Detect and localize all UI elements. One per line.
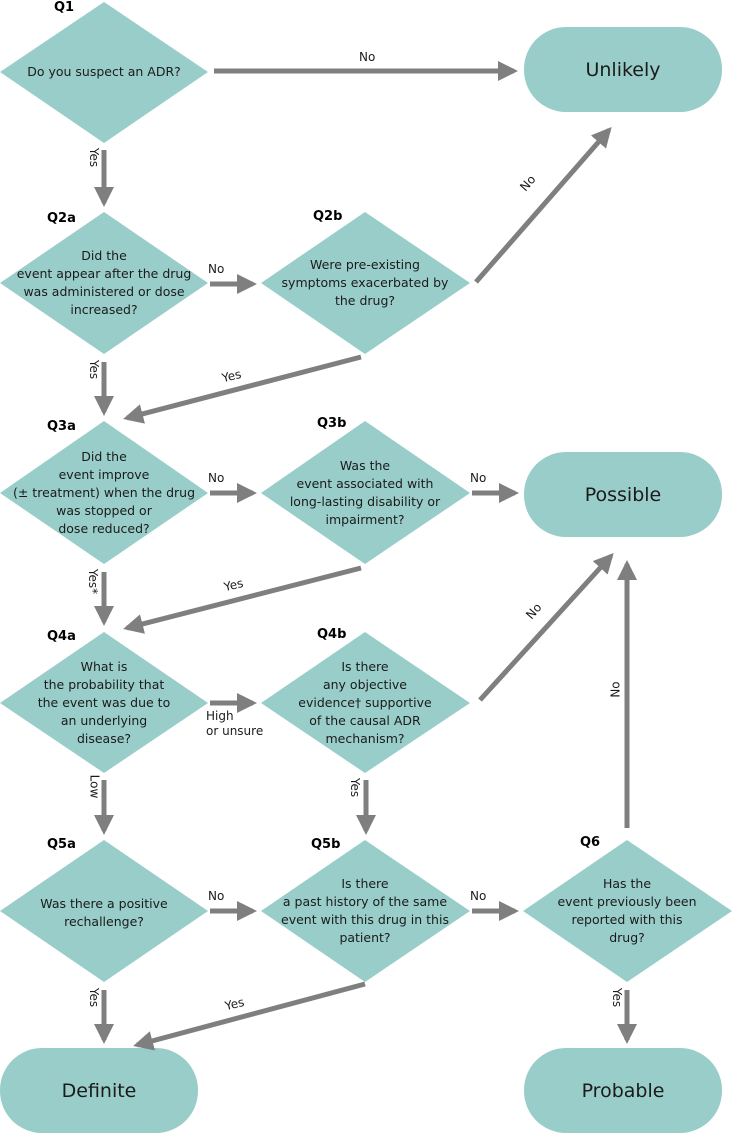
probable-label: Probable bbox=[581, 1079, 665, 1102]
possible-label: Possible bbox=[584, 483, 662, 506]
q4b-yes-label: Yes bbox=[348, 777, 363, 798]
q5b-diamond bbox=[261, 840, 470, 982]
q4a-diamond bbox=[0, 632, 208, 773]
q2b-text: Were pre-existing symptoms exacerbated b… bbox=[281, 257, 449, 308]
probable-terminal bbox=[524, 1048, 722, 1133]
q5b-no-label: No bbox=[470, 889, 487, 903]
q1-id: Q1 bbox=[54, 0, 75, 15]
q4a-text: What is the probability that the event w… bbox=[37, 659, 171, 746]
possible-terminal bbox=[524, 452, 722, 537]
q5a-yes-label: Yes bbox=[87, 987, 102, 1008]
q6-yes-label: Yes bbox=[610, 987, 625, 1008]
q4b-diamond bbox=[261, 632, 470, 773]
q5a-no-label: No bbox=[208, 889, 225, 903]
q5a-diamond bbox=[0, 840, 208, 982]
q4b-text: Is there any objective evidence† support… bbox=[298, 659, 432, 746]
q3b-text: Was the event associated with long-lasti… bbox=[289, 458, 441, 527]
q2a-diamond bbox=[0, 212, 208, 354]
q3b-no-label: No bbox=[470, 471, 487, 485]
unlikely-label: Unlikely bbox=[585, 58, 661, 81]
q6-id: Q6 bbox=[580, 835, 601, 850]
q5b-text: Is there a past history of the same even… bbox=[281, 876, 449, 945]
q6-no-label: No bbox=[608, 681, 623, 698]
q6-diamond bbox=[523, 840, 732, 982]
arrow-q2b-yes bbox=[123, 354, 362, 424]
q4a-id: Q4a bbox=[47, 629, 76, 644]
q1-diamond bbox=[0, 2, 208, 143]
q1-yes-label: Yes bbox=[87, 147, 102, 168]
q2a-no-label: No bbox=[208, 262, 225, 276]
q3a-no-label: No bbox=[208, 471, 225, 485]
q2a-id: Q2a bbox=[47, 211, 76, 226]
q2a-yes-label: Yes bbox=[87, 359, 102, 380]
q5a-text: Was there a positive rechallenge? bbox=[40, 896, 168, 929]
definite-terminal bbox=[0, 1048, 198, 1133]
q1-text: Do you suspect an ADR? bbox=[27, 64, 181, 79]
q3a-text: Did the event improve (± treatment) when… bbox=[12, 449, 196, 536]
q5a-id: Q5a bbox=[47, 837, 76, 852]
q2a-text: Did the event appear after the drug was … bbox=[16, 248, 192, 317]
unlikely-terminal bbox=[524, 27, 722, 112]
q2b-id: Q2b bbox=[313, 209, 343, 224]
arrow-q3b-yes bbox=[123, 565, 362, 634]
q2b-diamond bbox=[261, 212, 470, 354]
q4b-id: Q4b bbox=[317, 627, 347, 642]
q3a-yes-label: Yes* bbox=[86, 568, 101, 595]
definite-label: Definite bbox=[61, 1079, 137, 1102]
q4a-low-label: Low bbox=[87, 774, 102, 799]
q6-text: Has the event previously been reported w… bbox=[557, 876, 697, 945]
q5b-id: Q5b bbox=[311, 837, 341, 852]
arrow-q4b-no bbox=[478, 553, 614, 702]
q3a-diamond bbox=[0, 421, 208, 564]
q3a-id: Q3a bbox=[47, 419, 76, 434]
arrow-q5b-yes bbox=[133, 981, 366, 1051]
q1-no-label: No bbox=[359, 50, 376, 64]
q3b-diamond bbox=[261, 421, 470, 564]
arrow-q2b-no bbox=[474, 126, 612, 284]
q3b-id: Q3b bbox=[317, 416, 347, 431]
